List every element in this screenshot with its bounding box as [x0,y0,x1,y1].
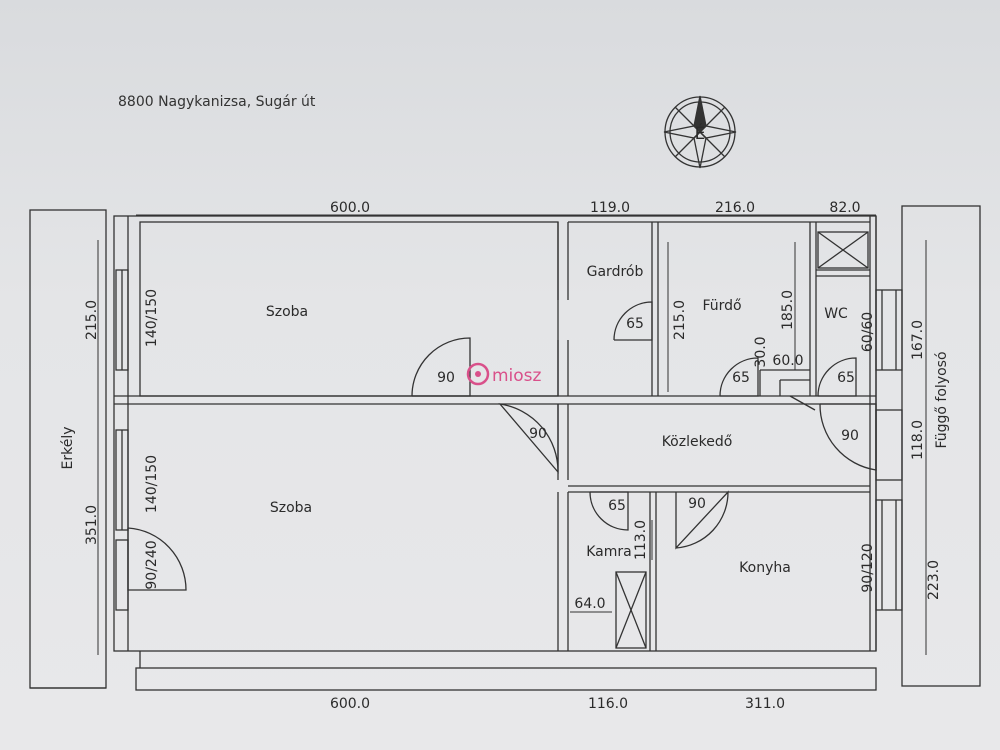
room-label-gardrob: Gardrób [587,264,644,280]
outer-walls [113,215,877,691]
door-label-room-top: 90 [437,370,455,386]
dim-top-216: 216.0 [715,200,755,216]
dim-bottom-311: 311.0 [745,696,785,712]
dim-pantry-113: 113.0 [633,520,649,560]
watermark-logo: miosz [466,362,542,386]
dim-pantry-64: 64.0 [574,596,605,612]
door-swings [127,301,877,591]
compass-rose-icon [663,95,737,169]
window-label-kitchen: 90/120 [860,543,876,592]
watermark-text: miosz [492,366,542,386]
door-label-wc: 65 [837,370,855,386]
dim-top-82: 82.0 [829,200,860,216]
dim-top-600: 600.0 [330,200,370,216]
door-label-wardrobe: 65 [626,316,644,332]
address-label: 8800 Nagykanizsa, Sugár út [118,94,316,110]
dim-bath-215: 215.0 [672,300,688,340]
dim-right-223: 223.0 [926,560,942,600]
dim-right-118: 118.0 [910,420,926,460]
dimension-lines [97,214,927,691]
wc-cistern-box [817,231,869,269]
room-label-szoba-bottom: Szoba [270,500,312,516]
dim-bath-185: 185.0 [780,290,796,330]
room-label-konyha: Konyha [739,560,791,576]
window-label-bottom-room: 140/150 [144,455,160,513]
room-label-furdo: Fürdő [702,298,741,314]
dim-top-119: 119.0 [590,200,630,216]
dim-bottom-116: 116.0 [588,696,628,712]
room-label-kamra: Kamra [586,544,632,560]
room-label-wc: WC [824,306,848,322]
dim-right-167: 167.0 [910,320,926,360]
room-label-fuggo-folyoso: Függő folyosó [934,351,950,448]
door-label-bath: 65 [732,370,750,386]
window-label-balcony-door: 90/240 [144,540,160,589]
dim-left-215: 215.0 [84,300,100,340]
compass-letter: É [695,122,706,144]
dim-bath-30: 30.0 [753,336,769,367]
door-label-pantry: 65 [608,498,626,514]
room-label-erkely: Erkély [60,427,76,470]
dim-bath-60: 60.0 [772,353,803,369]
door-label-kitchen: 90 [688,496,706,512]
room-label-kozlekedo: Közlekedő [662,434,733,450]
door-label-corridor-left: 90 [529,426,547,442]
dim-left-351: 351.0 [84,505,100,545]
dim-bottom-600: 600.0 [330,696,370,712]
door-label-corridor-right: 90 [841,428,859,444]
window-label-wc: 60/60 [860,312,876,352]
pantry-shelf [615,571,647,649]
room-label-szoba-top: Szoba [266,304,308,320]
window-label-top-room: 140/150 [144,289,160,347]
